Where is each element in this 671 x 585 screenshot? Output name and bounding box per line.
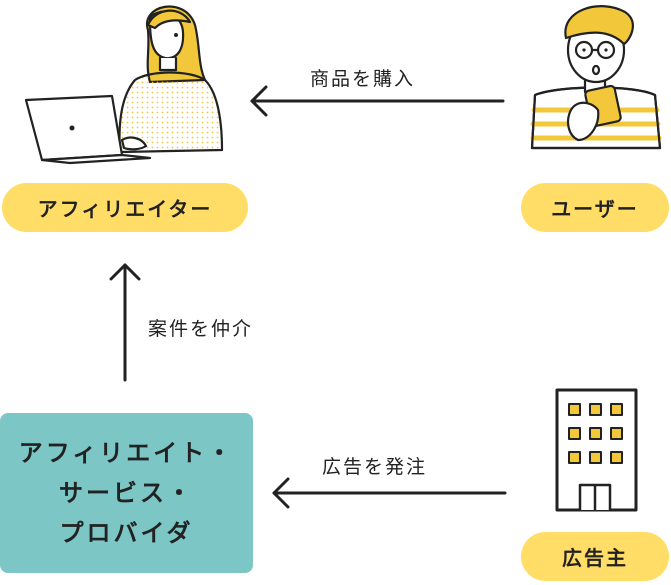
man-phone-icon [530, 5, 662, 150]
node-user-label: ユーザー [551, 197, 639, 221]
building-icon [555, 388, 638, 512]
edge-label-purchase: 商品を購入 [310, 68, 416, 90]
node-provider: アフィリエイト・ サービス・ プロバイダ [0, 413, 253, 573]
woman-laptop-icon [24, 5, 224, 165]
node-affiliate: アフィリエイター [2, 183, 248, 232]
node-provider-line-2: サービス・ [59, 479, 194, 507]
edge-label-mediate: 案件を仲介 [148, 318, 254, 340]
node-provider-line-1: アフィリエイト・ [18, 439, 235, 467]
node-advertiser: 広告主 [521, 532, 669, 581]
arrow-mediate [109, 263, 141, 382]
arrow-purchase [250, 85, 505, 117]
node-affiliate-label: アフィリエイター [37, 197, 213, 221]
node-user: ユーザー [521, 183, 669, 232]
edge-label-order: 広告を発注 [322, 456, 428, 478]
node-provider-line-3: プロバイダ [59, 519, 194, 547]
arrow-order [272, 477, 507, 509]
node-advertiser-label: 広告主 [562, 546, 628, 570]
